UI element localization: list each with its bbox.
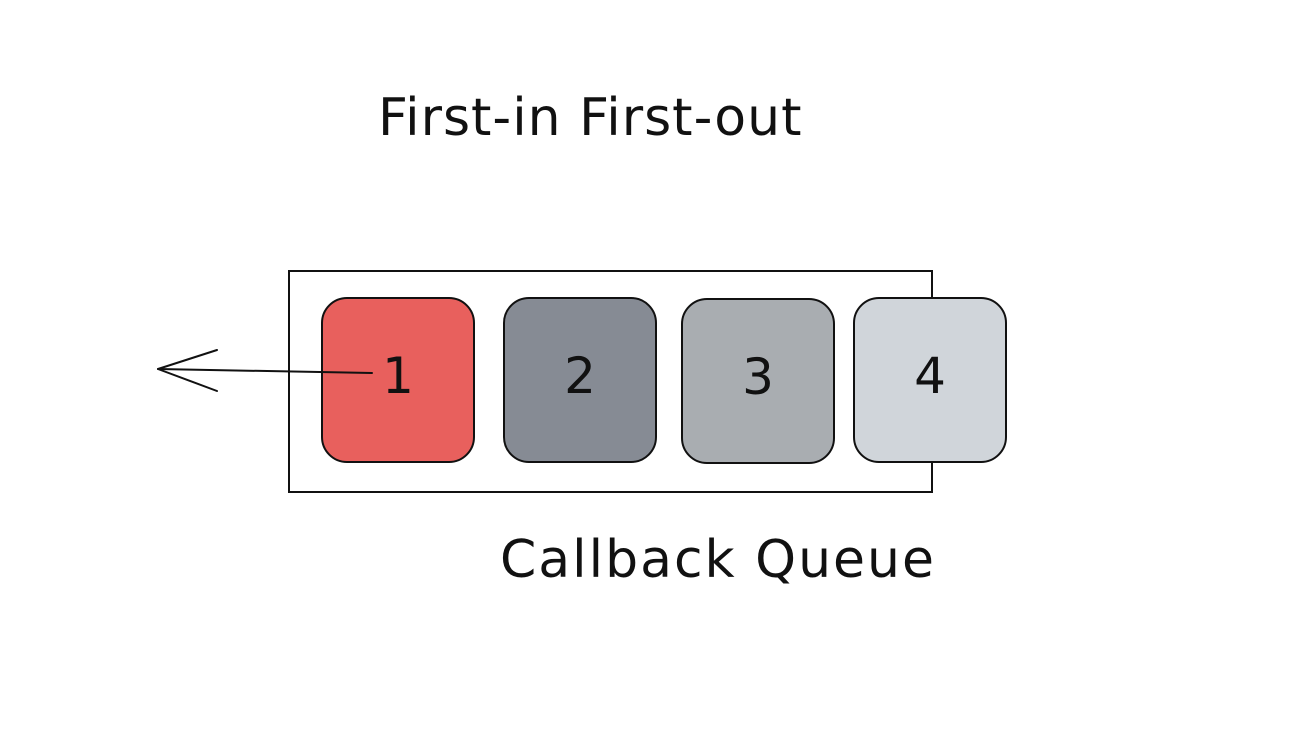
queue-item-3: 3 xyxy=(681,298,835,464)
queue-item-2-label: 2 xyxy=(564,347,596,405)
queue-item-4-label: 4 xyxy=(914,347,946,405)
queue-item-3-label: 3 xyxy=(742,348,774,406)
queue-item-2: 2 xyxy=(503,297,657,463)
diagram-title: First-in First-out xyxy=(378,88,803,148)
queue-item-4: 4 xyxy=(853,297,1007,463)
queue-item-1-label: 1 xyxy=(382,347,414,405)
queue-item-1: 1 xyxy=(321,297,475,463)
queue-caption: Callback Queue xyxy=(500,530,937,590)
